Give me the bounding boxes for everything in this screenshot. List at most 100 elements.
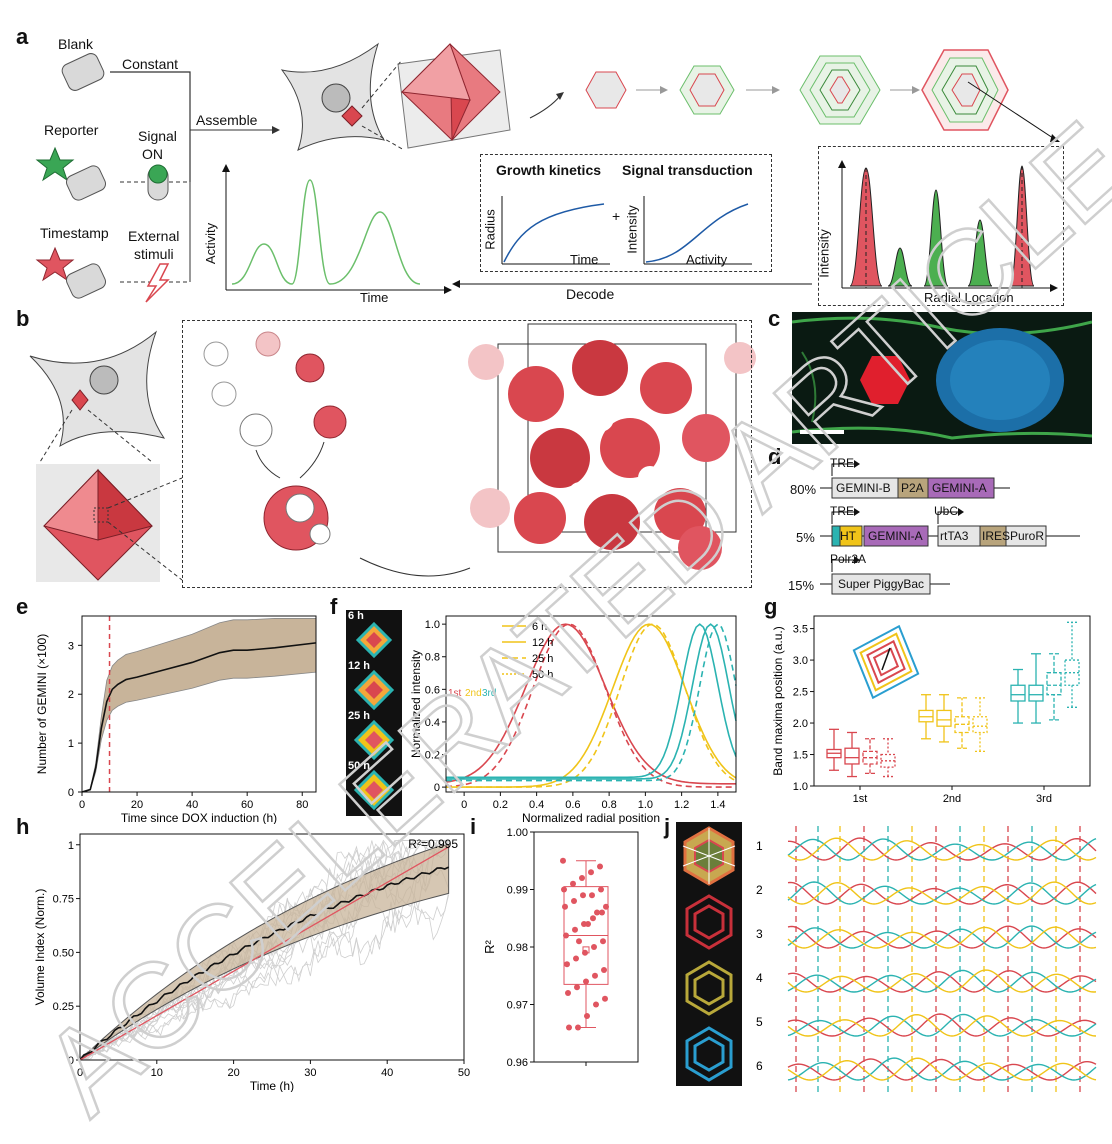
- panel-label-e: e: [16, 594, 29, 619]
- y-tick-label: 0.50: [53, 947, 74, 959]
- profile-trace: [787, 881, 1097, 905]
- order-label: 2nd: [465, 688, 482, 699]
- box: [972, 716, 988, 734]
- x-axis-label: Normalized radial position: [522, 811, 660, 824]
- panel-b-graphics: [29, 323, 756, 582]
- x-tick-label: 40: [186, 799, 198, 811]
- data-point: [561, 886, 567, 893]
- y-tick-label: 0.97: [507, 1000, 528, 1012]
- data-point: [572, 926, 578, 933]
- inset-diamond: [866, 639, 906, 685]
- d-row1-promoter: TRE: [830, 456, 854, 470]
- intensity-axis-label: Intensity: [624, 205, 640, 254]
- data-point: [574, 984, 580, 991]
- panel-label-j: j: [664, 814, 671, 839]
- d-row1-part2: P2A: [901, 481, 924, 495]
- y-tick-label: 1: [68, 840, 74, 852]
- data-point: [589, 892, 595, 899]
- profile-trace: [787, 925, 1097, 949]
- green-star-icon: [35, 146, 75, 182]
- intensity-curve: [446, 623, 737, 779]
- reporter-label: Reporter: [44, 122, 99, 138]
- intensity-curve: [446, 623, 737, 782]
- data-point: [563, 932, 569, 939]
- data-point: [579, 875, 585, 881]
- intensity-curve: [445, 623, 737, 788]
- order-label: 1st: [448, 688, 462, 699]
- individual-trace: [79, 891, 450, 1061]
- data-point: [584, 1013, 590, 1019]
- lattice-icon: [468, 340, 756, 570]
- panel-label-f: f: [330, 594, 338, 619]
- d-row2-part2: GEMINI-A: [868, 529, 923, 543]
- data-point: [593, 1001, 599, 1008]
- x-tick-label: 1st: [853, 793, 868, 805]
- y-tick-label: 1.0: [793, 781, 808, 793]
- panel-label-b: b: [16, 306, 30, 331]
- radial-location-label: Radial Location: [924, 290, 1014, 305]
- legend-label: 12 h: [532, 637, 553, 649]
- protein-cluster-icon: [203, 331, 471, 577]
- y-tick-label: 0.75: [53, 894, 74, 906]
- timestamp-label: Timestamp: [40, 225, 109, 241]
- data-point: [590, 915, 596, 922]
- panel-j-images: [676, 822, 742, 1086]
- data-point: [573, 955, 579, 962]
- data-point: [570, 880, 576, 887]
- x-tick-label: 0.8: [601, 799, 616, 811]
- activity-axis-label: Activity: [203, 222, 219, 265]
- decode-label: Decode: [566, 286, 615, 302]
- y-tick-label: 1: [68, 738, 74, 750]
- data-point: [599, 909, 605, 916]
- x-tick-label: 1.4: [710, 799, 725, 811]
- inset-diamond: [852, 624, 920, 700]
- x-tick-label: 0: [77, 1067, 83, 1079]
- y-tick-label: 3.0: [793, 655, 808, 667]
- data-point: [580, 892, 586, 899]
- x-tick-label: 0.6: [565, 799, 580, 811]
- box: [1028, 684, 1044, 702]
- row-label: 3: [756, 927, 763, 941]
- mean-line: [81, 642, 317, 793]
- data-point: [565, 990, 571, 996]
- y-tick-label: 3.5: [793, 624, 808, 636]
- plus-sign: +: [612, 208, 621, 224]
- y-tick-label: 0.99: [507, 885, 528, 897]
- d-row2-part4: IRES: [982, 529, 1011, 543]
- radius-axis-label: Radius: [482, 209, 498, 250]
- data-point: [601, 967, 607, 973]
- profile-trace: [787, 925, 1097, 949]
- panel-label-c: c: [768, 306, 781, 331]
- d-row2-part5: PuroR: [1010, 529, 1045, 543]
- profile-trace: [787, 881, 1097, 905]
- x-tick-label: 40: [381, 1067, 393, 1079]
- data-point: [560, 857, 566, 864]
- y-tick-label: 0.4: [425, 717, 440, 729]
- intensity-label: Intensity: [816, 229, 832, 278]
- profile-trace: [787, 1058, 1097, 1081]
- panel-label-a: a: [16, 24, 29, 49]
- y-tick-label: 0: [434, 782, 440, 794]
- y-axis-label: Number of GEMINI (×100): [35, 634, 49, 774]
- legend-label: 50 h: [532, 669, 553, 681]
- d-row3-pct: 15%: [788, 578, 815, 593]
- signal-label: Signal: [138, 128, 177, 144]
- time-axis-label: Time: [570, 252, 599, 267]
- panel-label-h: h: [16, 814, 30, 839]
- f-time-25h: 25 h: [348, 710, 371, 722]
- profile-trace: [787, 1013, 1097, 1037]
- panel-b-box: [182, 320, 752, 588]
- data-point: [594, 909, 600, 916]
- y-tick-label: 0: [68, 1055, 74, 1067]
- data-point: [591, 944, 597, 950]
- d-row3-promoter: Polr2A: [830, 552, 867, 566]
- growth-kinetics-title: Growth kinetics: [496, 162, 602, 178]
- d-row3-part1: Super PiggyBac: [838, 577, 925, 591]
- x-tick-label: 20: [227, 1067, 239, 1079]
- data-point: [566, 1024, 572, 1031]
- plot-frame: [81, 615, 317, 793]
- d-row2-promoter: TRE: [830, 504, 854, 518]
- red-star-icon: [35, 246, 75, 282]
- profile-trace: [787, 881, 1097, 905]
